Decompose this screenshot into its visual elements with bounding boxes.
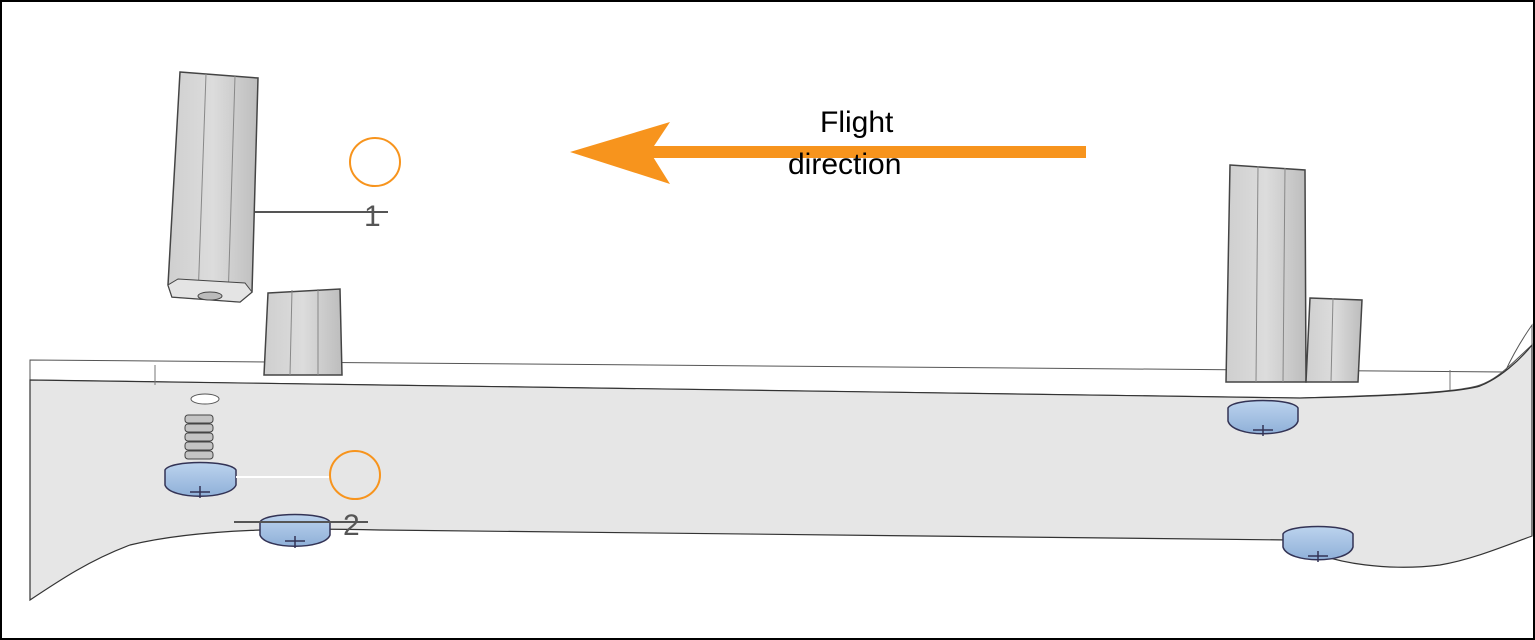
callout-number: 1	[364, 200, 381, 233]
callout-circle	[329, 450, 381, 500]
spacer-standoff-icon	[263, 288, 343, 376]
spacer-standoff-icon	[167, 71, 259, 303]
callout-2: 2	[234, 450, 381, 542]
screw-icon	[1227, 399, 1299, 436]
callout-number: 2	[343, 509, 360, 542]
callout-circle	[349, 137, 401, 187]
frame-plate	[29, 323, 1533, 602]
screw-icon	[164, 414, 237, 498]
flight-direction-arrow-icon	[570, 122, 1086, 184]
screw-icon	[1282, 525, 1354, 562]
callout-1: 1	[255, 137, 401, 233]
flight-direction-label: Flight	[820, 106, 894, 139]
spacer-standoff-icon	[1225, 164, 1307, 383]
screw-icon	[259, 513, 331, 548]
mounting-hole	[190, 393, 220, 405]
flight-direction-label: direction	[788, 148, 901, 181]
spacer-standoff-icon	[1305, 297, 1363, 383]
